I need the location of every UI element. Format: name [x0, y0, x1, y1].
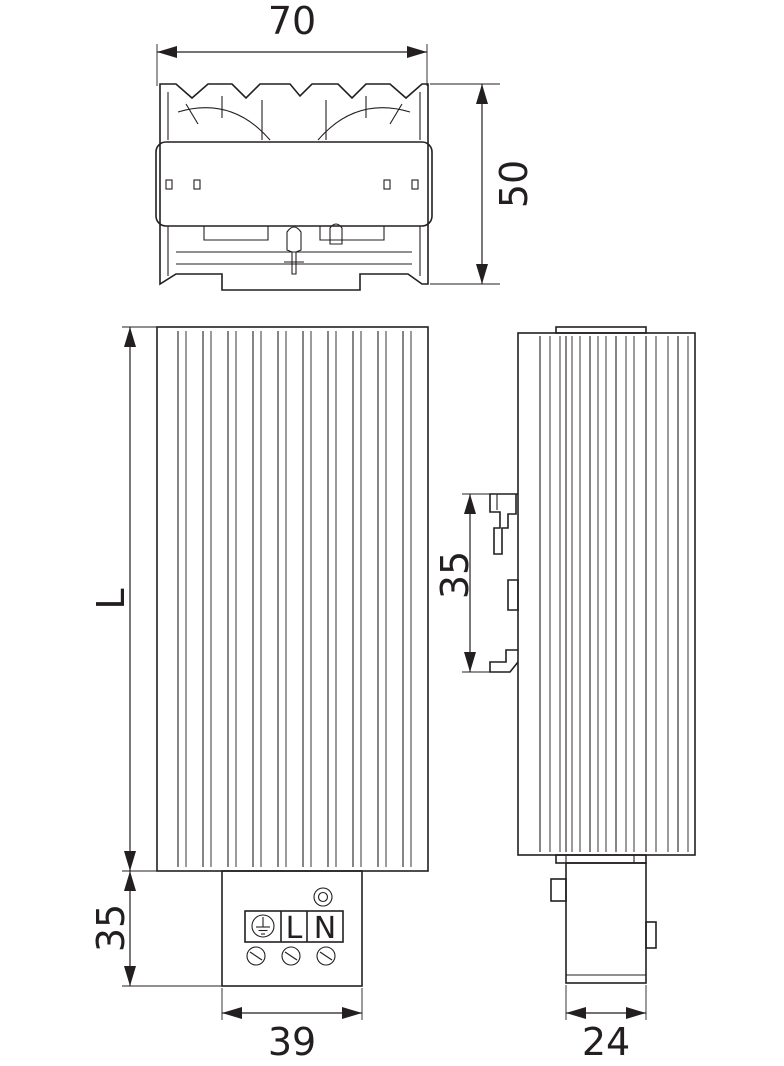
terminal-screws [246, 946, 336, 966]
dimension-39: 39 [221, 988, 363, 1064]
dimension-24-label: 24 [582, 1020, 630, 1064]
dimension-70: 70 [156, 0, 428, 86]
ground-icon [251, 914, 275, 938]
dimension-70-label: 70 [268, 0, 316, 43]
dimension-length-label: L [89, 588, 133, 609]
dimension-rail-height-label: 35 [433, 551, 477, 599]
dimension-terminal-height-label: 35 [89, 904, 133, 952]
dimension-length: L [89, 326, 222, 872]
top-view-profile [155, 83, 433, 291]
dimension-24: 24 [565, 985, 647, 1064]
front-terminal-block: L N [221, 870, 363, 987]
dimension-terminal-height: 35 [89, 871, 222, 987]
side-view-body [517, 326, 696, 864]
dimension-rail-height: 35 [433, 493, 490, 673]
dimension-50: 50 [430, 83, 536, 285]
side-terminal-block [550, 862, 657, 984]
front-fins [177, 331, 412, 867]
front-view-body [156, 326, 429, 872]
din-rail-clip [489, 493, 519, 673]
dimension-39-label: 39 [268, 1020, 316, 1064]
side-fins [539, 336, 689, 852]
terminal-line-label: L [286, 911, 303, 946]
terminal-neutral-label: N [314, 911, 336, 946]
dimension-50-label: 50 [492, 160, 536, 208]
